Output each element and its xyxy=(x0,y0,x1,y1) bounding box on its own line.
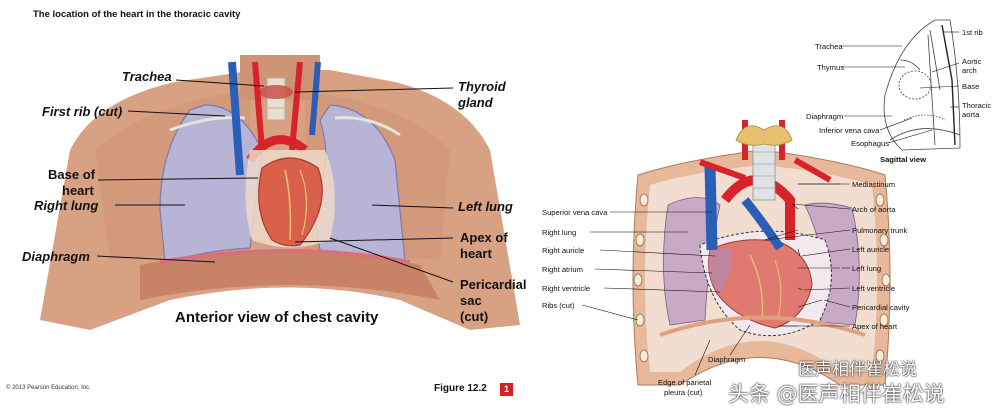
label-trachea: Trachea xyxy=(122,69,172,84)
thyroid-gland xyxy=(259,85,293,99)
label-first-rib: First rib (cut) xyxy=(42,104,123,119)
sagittal-view-sketch xyxy=(883,19,961,151)
label-right-auricle: Right auricle xyxy=(542,246,585,255)
sag-view-title: Sagittal view xyxy=(880,155,927,164)
label-right-lung: Right lung xyxy=(34,198,99,213)
label-apex-1: Apex of xyxy=(460,230,508,245)
sag-label-aortic-1: Aortic xyxy=(962,57,982,66)
label-ribs: Ribs (cut) xyxy=(542,301,575,310)
frontal-section-panel: Trachea Thymus Diaphragm Inferior vena c… xyxy=(540,0,1002,413)
label-pericardial-1: Pericardial xyxy=(460,277,527,292)
sag-label-diaphragm: Diaphragm xyxy=(806,112,844,121)
label-edge-1: Edge of parietal xyxy=(658,378,712,387)
label-right-ventricle: Right ventricle xyxy=(542,284,591,293)
label-left-ventricle: Left ventricle xyxy=(852,284,896,293)
diaphragm-frontal xyxy=(659,315,866,337)
label-diaphragm-r: Diaphragm xyxy=(708,355,746,364)
label-base-of-heart-2: heart xyxy=(62,183,94,198)
label-thyroid-2: gland xyxy=(458,95,493,110)
label-pulmonary-trunk: Pulmonary trunk xyxy=(852,226,908,235)
label-left-lung: Left lung xyxy=(458,199,513,214)
figure-header: The location of the heart in the thoraci… xyxy=(33,9,241,20)
sag-label-thoracic-1: Thoracic xyxy=(962,101,992,110)
anterior-view-panel: The location of the heart in the thoraci… xyxy=(6,9,527,396)
sag-label-esophagus: Esophagus xyxy=(851,139,889,148)
label-right-atrium: Right atrium xyxy=(542,265,583,274)
label-pericardial-2: sac xyxy=(460,293,482,308)
sag-label-thymus: Thymus xyxy=(817,63,845,72)
trachea-frontal xyxy=(752,139,776,201)
sag-label-ivc: Inferior vena cava xyxy=(819,126,880,135)
label-thyroid-1: Thyroid xyxy=(458,79,506,94)
label-pericardial-3: (cut) xyxy=(460,309,489,324)
label-arch-aorta: Arch of aorta xyxy=(852,205,896,214)
label-apex-r: Apex of heart xyxy=(852,322,898,331)
label-left-auricle: Left auricle xyxy=(852,245,890,254)
label-right-lung-r: Right lung xyxy=(542,228,577,237)
label-left-lung-r: Left lung xyxy=(852,264,882,273)
sag-label-thoracic-2: aorta xyxy=(962,110,980,119)
watermark-line2: 头条 @医声相伴崔松说 xyxy=(728,382,945,406)
watermark-line1: 医声相伴崔松说 xyxy=(798,360,917,380)
frontal-section-illustration xyxy=(581,19,961,386)
label-apex-2: heart xyxy=(460,246,492,261)
figure-number-badge: 1 xyxy=(500,383,513,396)
anterior-chest-illustration xyxy=(40,55,520,330)
label-base-of-heart-1: Base of xyxy=(48,167,95,182)
label-pericardial-cavity: Pericardial cavity xyxy=(852,303,910,312)
label-diaphragm: Diaphragm xyxy=(22,249,90,264)
figure-label: Figure 12.2 xyxy=(434,383,487,394)
thyroid-frontal xyxy=(735,125,793,146)
sag-label-first-rib: 1st rib xyxy=(962,28,983,37)
figure-caption: Anterior view of chest cavity xyxy=(175,309,379,326)
copyright: © 2013 Pearson Education, Inc. xyxy=(6,385,91,391)
sag-label-trachea: Trachea xyxy=(815,42,843,51)
label-svc: Superior vena cava xyxy=(542,208,608,217)
sag-label-aortic-2: arch xyxy=(962,66,977,75)
label-mediastinum: Mediastinum xyxy=(852,180,896,189)
diaphragm xyxy=(159,249,411,264)
label-edge-2: pleura (cut) xyxy=(664,388,703,397)
sag-label-base: Base xyxy=(962,82,980,91)
